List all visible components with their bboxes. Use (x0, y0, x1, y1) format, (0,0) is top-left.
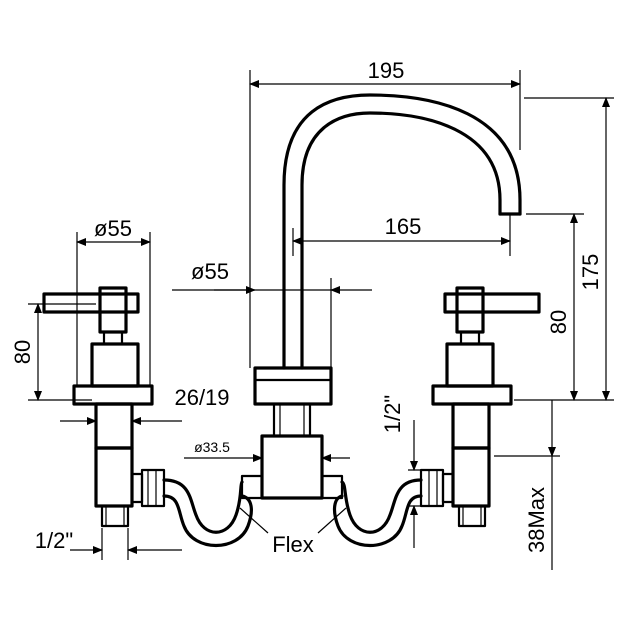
label-inlet-right: 1/2" (380, 395, 405, 433)
right-valve (419, 286, 541, 528)
right-lever (443, 292, 541, 314)
label-spout-reach: 165 (385, 214, 422, 239)
mixing-body (260, 434, 324, 500)
label-overall-width: 195 (368, 58, 405, 83)
label-inlet-left: 1/2" (35, 528, 73, 553)
label-deck-thickness: 26/19 (174, 385, 229, 410)
dim-inlet-right: 1/2" (380, 395, 428, 548)
dim-spout-diameter: ø55 (172, 259, 372, 368)
dim-handle-height: 80 (10, 303, 96, 401)
flex-hoses (162, 478, 423, 548)
label-flex: Flex (272, 532, 314, 557)
left-deck-plate (72, 384, 154, 406)
flex-callout: Flex (239, 507, 347, 557)
label-handle-diameter: ø55 (94, 216, 132, 241)
left-valve (42, 286, 166, 528)
spout (240, 93, 522, 500)
label-spout-height: 80 (546, 310, 571, 334)
dim-deck-thickness: 26/19 (60, 385, 230, 425)
dim-spout-reach: 165 (292, 214, 511, 256)
left-lever (42, 292, 140, 314)
right-deck-plate (431, 384, 513, 406)
label-overall-height: 175 (578, 254, 603, 291)
dim-body-diameter: ø33.5 (184, 439, 350, 462)
dim-overall-width: 195 (249, 58, 521, 368)
dim-max-deck: 38Max (494, 400, 560, 570)
dim-spout-height: 80 (526, 213, 584, 401)
label-max-deck: 38Max (524, 487, 549, 553)
dim-inlet-left: 1/2" (35, 528, 182, 560)
spout-base (253, 366, 333, 406)
dim-handle-diameter: ø55 (76, 216, 151, 386)
label-handle-height: 80 (10, 340, 35, 364)
label-body-diameter: ø33.5 (194, 439, 230, 455)
dim-overall-height: 175 (514, 97, 614, 401)
label-spout-diameter: ø55 (191, 259, 229, 284)
